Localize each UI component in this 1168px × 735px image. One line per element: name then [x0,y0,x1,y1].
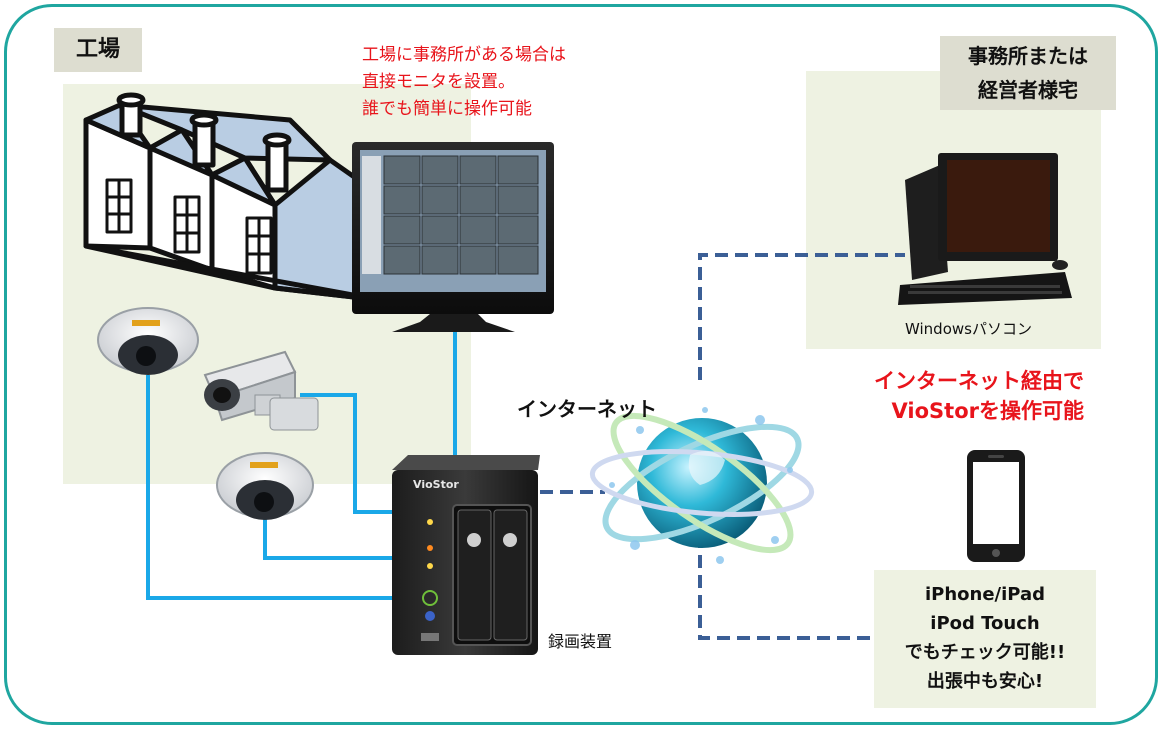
remote-note: インターネット経由で VioStorを操作可能 [860,366,1084,426]
net-to-pc [698,253,905,380]
factory-note-line-2: 直接モニタを設置。 [362,72,515,92]
factory-note-line-1: 工場に事務所がある場合は [362,45,566,65]
mobile-caption-line-2: iPod Touch [930,613,1040,634]
cable-camera-1 [146,375,392,600]
cable-camera-3 [263,515,392,560]
internet-globe-icon [589,407,815,564]
recorder-brand: VioStor [413,478,459,491]
recorder-label: 録画装置 [548,632,613,651]
office-title: 事務所または 経営者様宅 [940,36,1116,110]
factory-note: 工場に事務所がある場合は 直接モニタを設置。 誰でも簡単に操作可能 [362,42,566,123]
internet-label: インターネット [517,397,657,421]
nas-recorder-icon [392,455,540,655]
office-title-line-2: 経営者様宅 [978,78,1078,102]
mobile-caption-line-4: 出張中も安心! [926,671,1044,692]
desktop-pc-icon [898,153,1072,305]
mobile-caption-line-1: iPhone/iPad [924,584,1046,605]
remote-note-line-1: インターネット経由で [874,369,1084,393]
factory-title: 工場 [54,28,142,72]
smartphone-icon [967,450,1025,562]
factory-building-icon [83,92,383,303]
box-camera-icon [203,350,319,431]
mobile-caption: iPhone/iPad iPod Touch でもチェック可能!! 出張中も安心… [874,580,1096,696]
dome-camera-icon-2 [216,452,314,520]
factory-note-line-3: 誰でも簡単に操作可能 [362,99,532,119]
monitor-icon [352,142,554,332]
pc-label: Windowsパソコン [905,320,1032,338]
mobile-caption-line-3: でもチェック可能!! [904,642,1066,663]
office-title-line-1: 事務所または [968,44,1088,68]
cable-camera-2 [300,393,392,514]
remote-note-line-2: VioStorを操作可能 [891,399,1084,423]
network-lines [540,253,905,640]
camera-cables [146,330,457,600]
outer-frame [4,4,1158,725]
net-to-phone [698,475,875,640]
mobile-caption-box [874,570,1096,708]
dome-camera-icon-1 [97,307,199,375]
